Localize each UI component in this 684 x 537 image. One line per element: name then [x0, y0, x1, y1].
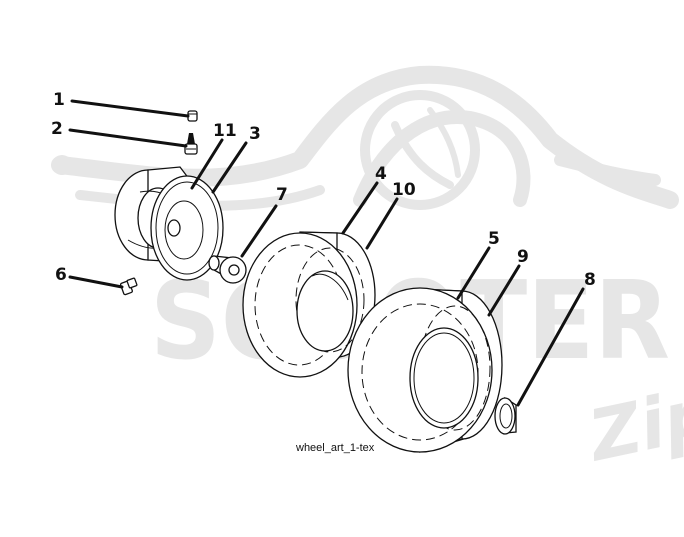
callout-9: 9 [517, 247, 529, 267]
callout-4: 4 [375, 164, 387, 184]
leader-3 [211, 141, 248, 194]
leader-11 [190, 138, 224, 190]
callout-5: 5 [488, 229, 500, 249]
callout-6: 6 [55, 265, 67, 285]
leader-7 [240, 204, 278, 258]
callout-11: 11 [213, 121, 237, 141]
watermark: SCOOTER Zip [51, 65, 684, 478]
part-6-bolt [119, 277, 138, 296]
part-2-valve-stem [184, 133, 198, 155]
part-4-tire [242, 231, 376, 378]
callouts: 1 2 11 3 7 4 10 6 5 9 8 [51, 90, 596, 290]
leader-lines [68, 99, 585, 407]
callout-1: 1 [53, 90, 65, 110]
leader-1 [70, 99, 190, 118]
leader-10 [365, 197, 399, 250]
leader-4 [341, 181, 379, 235]
leader-9 [487, 264, 521, 317]
leader-8 [516, 287, 585, 407]
watermark-script-text: Zip [580, 371, 684, 478]
part-3-rim-flange [150, 175, 224, 281]
part-7-bushing [208, 255, 247, 284]
watermark-logo-shape [51, 65, 679, 211]
callout-3: 3 [249, 124, 261, 144]
callout-2: 2 [51, 119, 63, 139]
callout-8: 8 [584, 270, 596, 290]
leader-6 [68, 275, 124, 289]
callout-10: 10 [392, 180, 416, 200]
diagram-caption: wheel_art_1-tex [295, 442, 375, 454]
leader-2 [68, 128, 188, 148]
leader-5 [456, 246, 491, 300]
callout-7: 7 [276, 185, 288, 205]
part-5-tire [347, 287, 503, 453]
part-8-bushing [494, 396, 517, 435]
